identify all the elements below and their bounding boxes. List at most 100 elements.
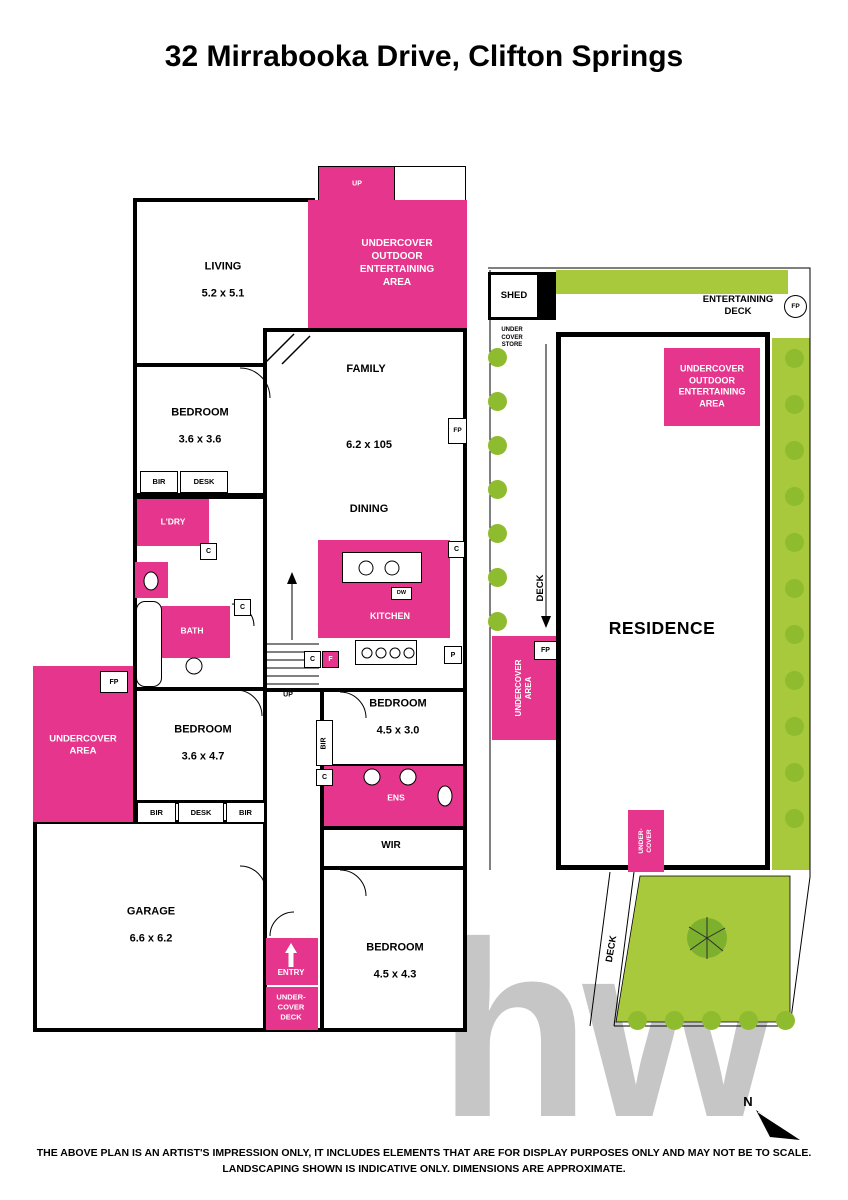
label-kitchen: KITCHEN [370,611,410,622]
cupboard-tag: C [200,543,217,560]
shrub-icon [665,1011,684,1030]
roof-outline [394,166,466,202]
shrub-icon [488,612,507,631]
label-family: FAMILY [346,363,386,376]
label-entertaining-deck: ENTERTAINING DECK [702,294,774,317]
label-family-dims: 6.2 x 105 [346,439,392,452]
label-bedroom-4: BEDROOM 4.5 x 4.3 [366,928,423,997]
room-dims: 3.6 x 3.6 [178,433,222,446]
fireplace-tag: FP [448,418,467,444]
robe-tag: BIR [140,471,178,493]
garden-strip-right [772,338,810,870]
cupboard-tag: C [304,651,321,668]
area-laundry [137,499,209,546]
label-deck-side: DECK [535,574,547,602]
label-undercover-outdoor: UNDERCOVER OUTDOOR ENTERTAINING AREA [359,238,435,288]
label-wir: WIR [381,839,401,851]
area-wc [135,562,168,598]
room-dims: 6.6 x 6.2 [129,932,173,945]
label-up-top: UP [352,180,362,188]
shrub-icon [785,717,804,736]
disclaimer-line-2: LANDSCAPING SHOWN IS INDICATIVE ONLY. DI… [222,1163,626,1175]
shrub-icon [785,487,804,506]
room-dims: 4.5 x 3.0 [376,724,420,737]
label-bedroom-2: BEDROOM 3.6 x 4.7 [174,710,231,779]
shrub-icon [488,568,507,587]
room-name: BEDROOM [174,723,232,736]
area-undercover-outdoor-entertaining [308,200,467,328]
room-name: BEDROOM [171,406,229,419]
robe-tag-label: BIR [321,736,328,750]
label-living: LIVING 5.2 x 5.1 [202,247,245,316]
area-undercover-deck [266,987,318,1030]
cupboard-tag: C [448,541,465,558]
garden-strip-top [556,270,788,294]
room-name: BEDROOM [366,941,424,954]
label-stairs-up: UP [283,691,293,699]
room-name: BEDROOM [369,697,427,710]
site-fireplace-tag: FP [534,641,557,660]
shrub-icon [488,524,507,543]
shrub-icon [785,395,804,414]
cupboard-tag: C [234,599,251,616]
shrub-icon [488,436,507,455]
shrub-icon [785,441,804,460]
label-entry: ENTRY [277,967,305,977]
room-dims: 4.5 x 4.3 [373,968,417,981]
kitchen-island [342,552,422,583]
label-site-undercover-outdoor: UNDERCOVER OUTDOOR ENTERTAINING AREA [678,363,746,409]
area-bath [156,606,230,658]
room-name: GARAGE [126,905,176,918]
desk-tag: DESK [178,802,224,823]
shrub-icon [488,480,507,499]
label-bedroom-1: BEDROOM 3.6 x 3.6 [171,393,228,462]
fireplace-tag: FP [100,671,128,693]
stove [355,640,417,665]
shrub-icon [785,671,804,690]
label-laundry: L'DRY [160,516,186,527]
site-wall-segment [538,272,556,320]
room-wir [320,826,467,870]
site-fp-circle: FP [784,295,807,318]
measure-arrowhead-icon [541,616,551,628]
label-dining: DINING [349,503,389,516]
shrub-icon [785,533,804,552]
page-title: 32 Mirrabooka Drive, Clifton Springs [164,40,684,73]
shrub-icon [776,1011,795,1030]
shrub-icon [785,579,804,598]
shrub-icon [488,392,507,411]
label-bedroom-3: BEDROOM 4.5 x 3.0 [369,684,426,753]
shrub-icon [702,1011,721,1030]
desk-tag: DESK [180,471,228,493]
label-bath: BATH [180,625,204,636]
fridge-tag: F [322,651,339,668]
bathtub [136,601,162,687]
robe-tag: BIR [316,720,333,766]
robe-tag: BIR [137,802,176,823]
room-dims: 3.6 x 4.7 [181,750,225,763]
disclaimer-line-1: THE ABOVE PLAN IS AN ARTIST'S IMPRESSION… [36,1147,812,1159]
label-under-cover-store: UNDER COVER STORE [501,326,523,348]
compass-north-label: N [743,1093,753,1109]
robe-tag: BIR [226,802,265,823]
shrub-icon [785,349,804,368]
label-undercover-deck: UNDER- COVER DECK [276,992,306,1021]
label-garage: GARAGE 6.6 x 6.2 [127,892,175,961]
label-shed: SHED [500,290,528,302]
room-name: LIVING [204,260,242,273]
label-ensuite: ENS [387,792,405,803]
label-residence: RESIDENCE [608,618,716,639]
shrub-icon [785,809,804,828]
agency-watermark: hw [438,890,777,1169]
pantry-tag: P [444,646,462,664]
dishwasher-tag: DW [391,587,412,600]
label-undercover-left: UNDERCOVER AREA [49,733,117,757]
shrub-icon [739,1011,758,1030]
label-site-under-cover: UNDER- COVER [637,828,653,854]
label-site-undercover-area: UNDERCOVER AREA [514,659,533,717]
shrub-icon [488,348,507,367]
shrub-icon [785,625,804,644]
shrub-icon [785,763,804,782]
room-dims: 5.2 x 5.1 [201,287,245,300]
